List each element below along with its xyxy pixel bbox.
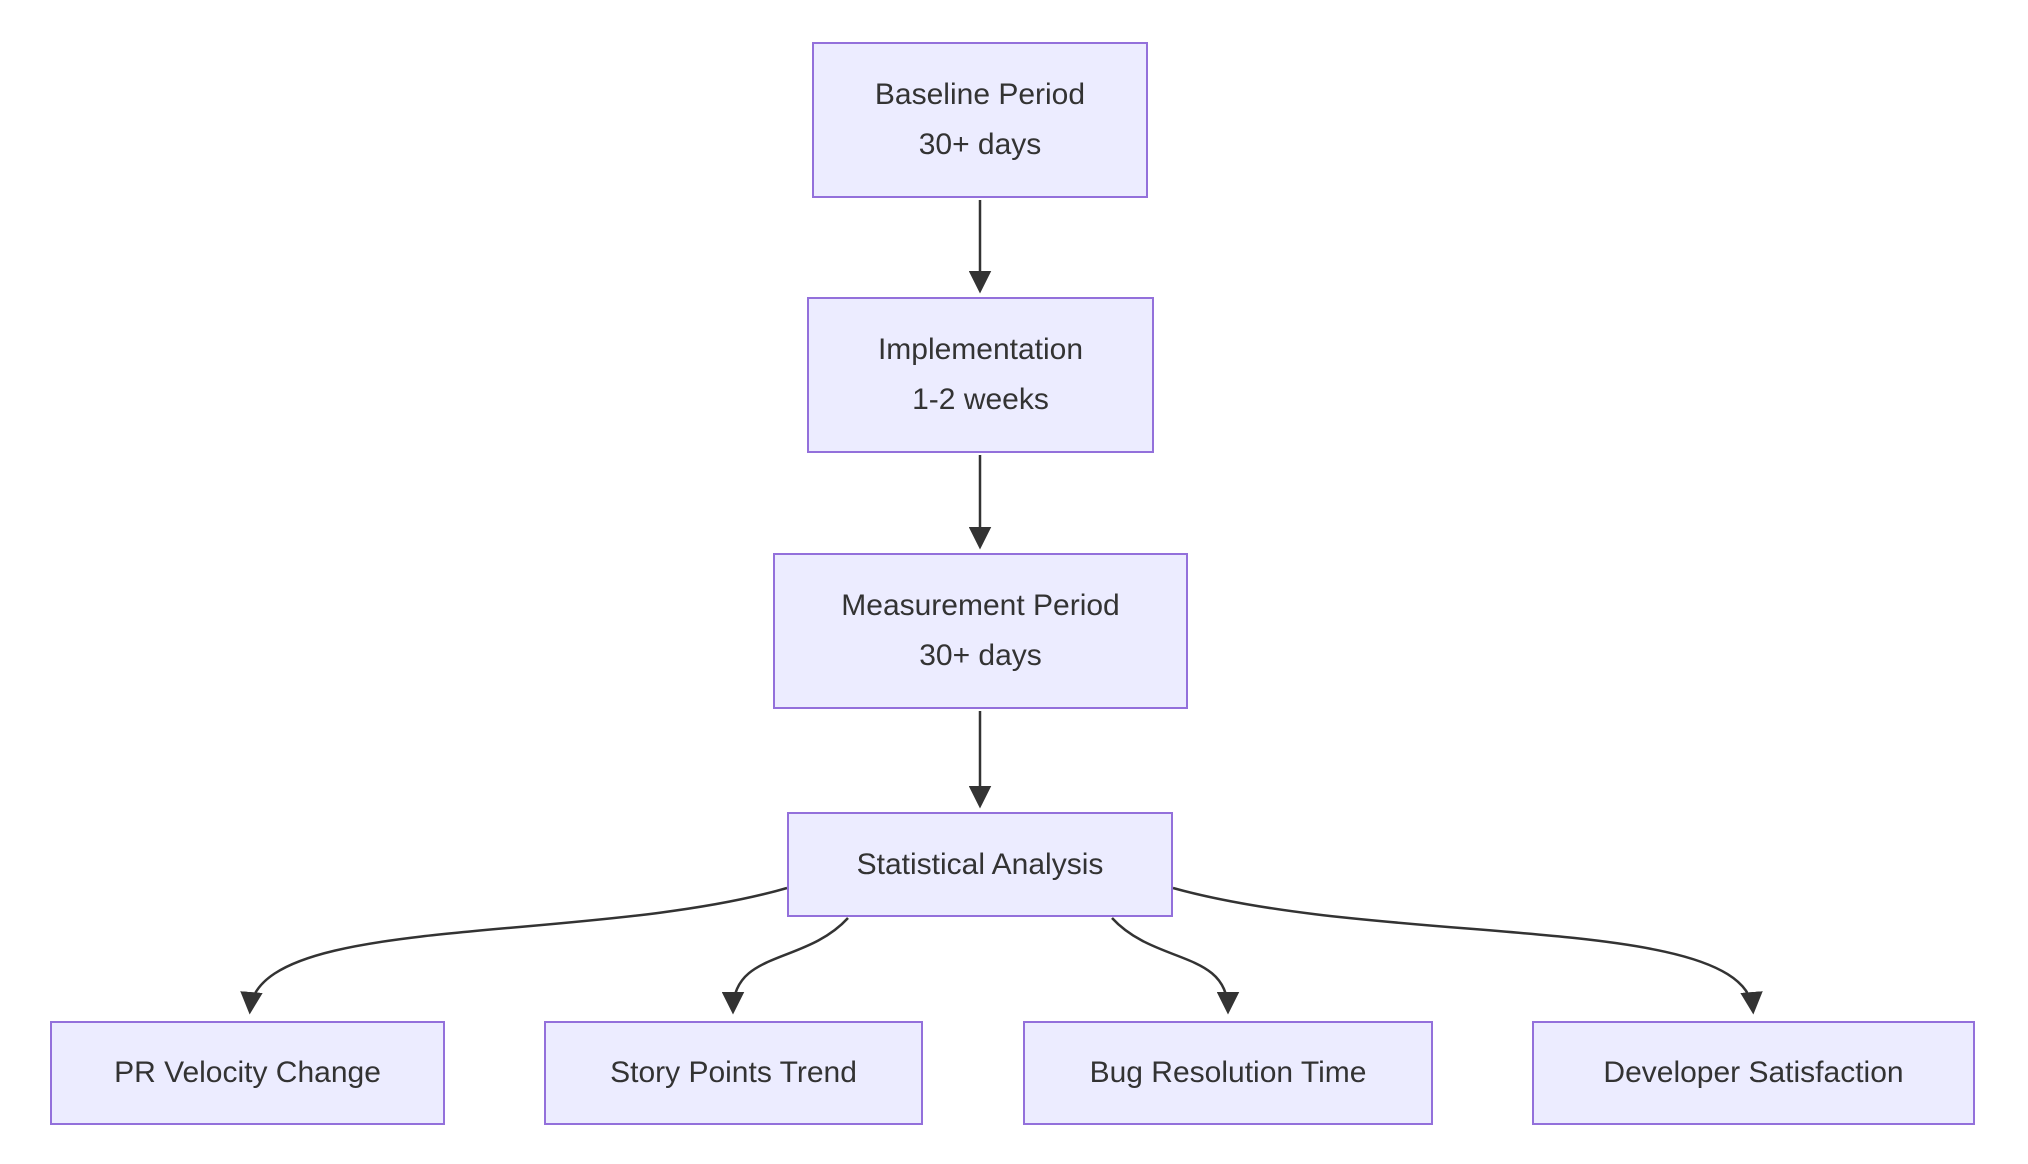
node-label-line2: 30+ days xyxy=(919,639,1042,672)
node-label: Story Points Trend xyxy=(610,1056,857,1089)
node-story-points-trend: Story Points Trend xyxy=(544,1021,923,1125)
node-developer-satisfaction: Developer Satisfaction xyxy=(1532,1021,1975,1125)
node-bug-resolution-time: Bug Resolution Time xyxy=(1023,1021,1433,1125)
node-pr-velocity-change: PR Velocity Change xyxy=(50,1021,445,1125)
node-label-line2: 1-2 weeks xyxy=(912,383,1049,416)
node-implementation: Implementation 1-2 weeks xyxy=(807,297,1154,453)
node-label-line1: Measurement Period xyxy=(841,589,1120,622)
node-label: Developer Satisfaction xyxy=(1603,1056,1904,1089)
node-label: PR Velocity Change xyxy=(114,1056,381,1089)
edge-analysis-to-pr-velocity xyxy=(240,886,788,1015)
edge-analysis-to-bug-resolution xyxy=(1111,917,1240,1015)
node-label-line1: Baseline Period xyxy=(874,78,1086,111)
node-label: Bug Resolution Time xyxy=(1089,1056,1367,1089)
node-measurement-period: Measurement Period 30+ days xyxy=(773,553,1188,709)
node-baseline-period: Baseline Period 30+ days xyxy=(812,42,1148,198)
node-label-line1: Implementation xyxy=(877,333,1084,366)
edge-analysis-to-dev-satisfaction xyxy=(1172,886,1763,1015)
node-statistical-analysis: Statistical Analysis xyxy=(787,812,1173,917)
edge-analysis-to-story-points xyxy=(721,917,849,1015)
node-label-line2: 30+ days xyxy=(918,128,1042,161)
node-label: Statistical Analysis xyxy=(856,847,1104,881)
